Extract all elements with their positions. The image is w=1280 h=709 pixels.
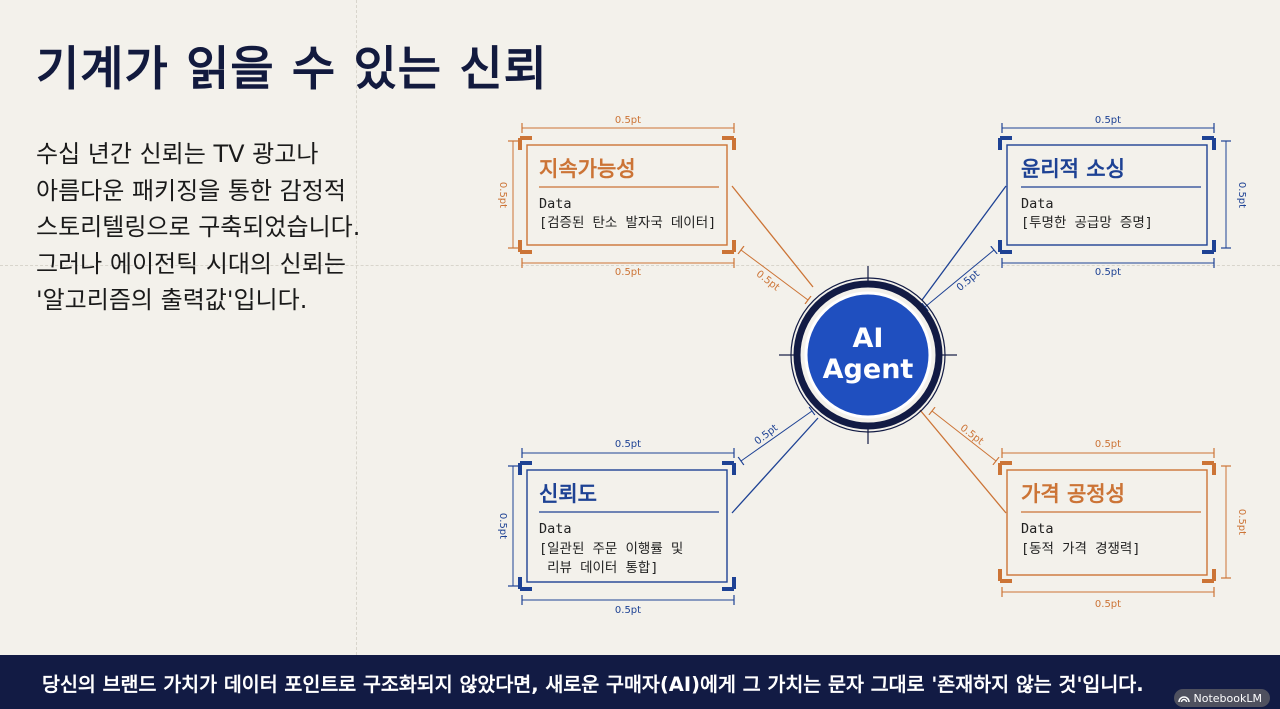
card-reliability: 0.5pt 0.5pt 0.5pt 신뢰도 Data [일관된 주문 이행률 및… (497, 439, 736, 616)
dim-label: 0.5pt (1095, 115, 1121, 126)
body-line: '알고리즘의 출력값'입니다. (36, 286, 308, 314)
footer-text: 당신의 브랜드 가치가 데이터 포인트로 구조화되지 않았다면, 새로운 구매자… (42, 673, 1144, 696)
dim-label: 0.5pt (497, 182, 508, 208)
dim-label: 0.5pt (1095, 439, 1121, 450)
notebooklm-icon (1177, 696, 1190, 703)
ai-agent-node: AI Agent (779, 266, 957, 444)
dim-label: 0.5pt (615, 439, 641, 450)
badge-label: NotebookLM (1193, 691, 1262, 705)
notebooklm-badge: NotebookLM (1173, 689, 1270, 707)
dim-label: 0.5pt (497, 513, 508, 539)
body-line: 스토리텔링으로 구축되었습니다. (36, 213, 361, 241)
footer-banner: 당신의 브랜드 가치가 데이터 포인트로 구조화되지 않았다면, 새로운 구매자… (0, 655, 1280, 709)
card-data-value: [동적 가격 경쟁력] (1021, 541, 1140, 557)
dim-label: 0.5pt (1236, 509, 1247, 535)
dim-label: 0.5pt (615, 115, 641, 126)
ai-agent-label-line1: AI (853, 323, 884, 354)
card-title: 윤리적 소싱 (1021, 157, 1125, 181)
card-title: 가격 공정성 (1021, 482, 1125, 506)
dim-label: 0.5pt (753, 423, 780, 448)
dim-label: 0.5pt (1095, 267, 1121, 278)
connector-pricing: 0.5pt (919, 406, 1007, 514)
card-data-value: [일관된 주문 이행률 및 (539, 541, 683, 557)
connector-reliability: 0.5pt (731, 406, 819, 514)
card-data-label: Data (539, 521, 572, 537)
dim-label: 0.5pt (955, 268, 982, 293)
card-data-value: [투명한 공급망 증명] (1021, 215, 1153, 231)
body-text: 수십 년간 신뢰는 TV 광고나 아름다운 패키징을 통한 감정적 스토리텔링으… (36, 136, 366, 319)
dim-label: 0.5pt (958, 423, 985, 448)
card-data-label: Data (1021, 196, 1054, 212)
card-data-label: Data (539, 196, 572, 212)
dim-label: 0.5pt (1236, 182, 1247, 208)
card-data-label: Data (1021, 521, 1054, 537)
card-title: 지속가능성 (539, 157, 636, 181)
trust-diagram: 0.5pt 0.5pt 0.5pt 0.5pt 0.5pt 0.5pt 0.5p… (497, 115, 1247, 616)
dim-label: 0.5pt (615, 605, 641, 616)
card-pricing: 0.5pt 0.5pt 0.5pt 가격 공정성 Data [동적 가격 경쟁력… (998, 439, 1247, 610)
card-ethical: 0.5pt 0.5pt 0.5pt 윤리적 소싱 Data [투명한 공급망 증… (998, 115, 1247, 278)
page-title: 기계가 읽을 수 있는 신뢰 (36, 42, 548, 97)
card-data-value: 리뷰 데이터 통합] (539, 560, 658, 576)
dim-label: 0.5pt (615, 267, 641, 278)
dim-label: 0.5pt (754, 269, 781, 294)
card-data-value: [검증된 탄소 발자국 데이터] (539, 215, 716, 231)
body-line: 그러나 에이전틱 시대의 신뢰는 (36, 249, 346, 278)
card-title: 신뢰도 (539, 482, 597, 506)
ai-agent-label-line2: Agent (823, 354, 914, 385)
connector-sustainability: 0.5pt (731, 185, 814, 305)
dim-label: 0.5pt (1095, 599, 1121, 610)
body-line: 수십 년간 신뢰는 TV 광고나 (36, 140, 319, 168)
body-line: 아름다운 패키징을 통한 감정적 (36, 176, 346, 205)
card-sustainability: 0.5pt 0.5pt 0.5pt 지속가능성 Data [검증된 탄소 발자국… (497, 115, 736, 278)
connector-ethical: 0.5pt (921, 185, 1007, 312)
guide-line-vertical (356, 0, 357, 655)
